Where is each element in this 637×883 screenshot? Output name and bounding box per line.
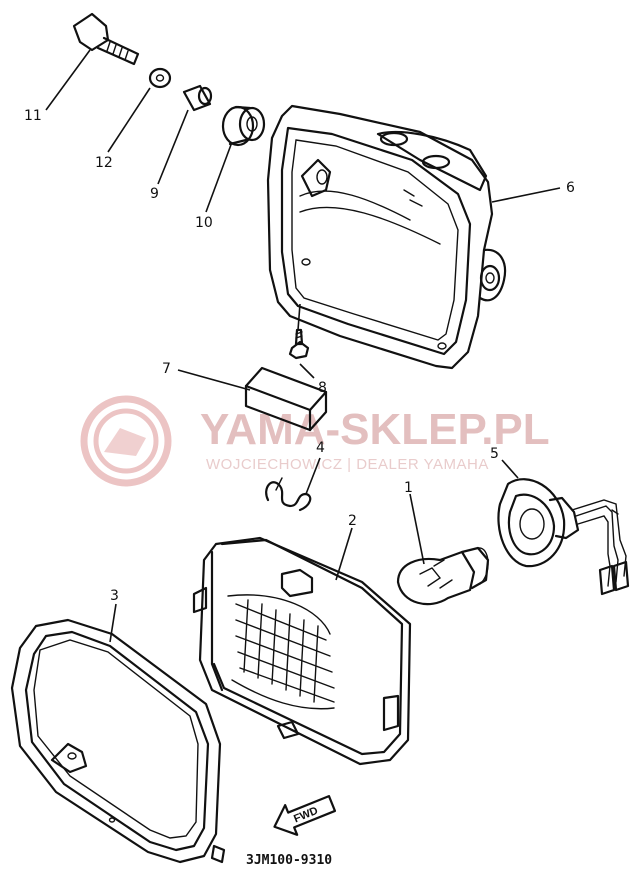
part-label-9: 9 (150, 186, 159, 202)
washer-part (148, 67, 172, 89)
screw-part (288, 328, 310, 360)
headlight-housing-part (266, 104, 507, 370)
damper-block-part (244, 366, 328, 432)
part-label-2: 2 (348, 513, 357, 529)
watermark-logo-icon (80, 395, 172, 487)
part-label-3: 3 (110, 588, 119, 604)
bulb-part (396, 546, 490, 606)
leader-lines (45, 49, 561, 643)
bolt-part (72, 12, 140, 66)
watermark-subtitle: WOJCIECHOWICZ | DEALER YAMAHA (206, 456, 489, 473)
watermark-title: YAMA-SKLEP.PL (200, 405, 550, 454)
bulb-socket-part (497, 478, 630, 596)
grommet-part (221, 105, 266, 147)
part-label-6: 6 (566, 180, 575, 196)
part-labels: 11 12 9 10 6 7 8 4 2 3 1 5 (24, 108, 575, 604)
part-label-12: 12 (95, 155, 113, 171)
headlight-rim-part (10, 618, 226, 864)
part-label-8: 8 (318, 380, 327, 396)
diagram-code: 3JM100-9310 (246, 853, 332, 868)
part-label-11: 11 (24, 108, 42, 124)
part-label-4: 4 (316, 440, 325, 456)
collar-part (182, 84, 213, 112)
watermark: YAMA-SKLEP.PL WOJCIECHOWICZ | DEALER YAM… (80, 395, 550, 487)
part-label-10: 10 (195, 215, 213, 231)
part-label-5: 5 (490, 446, 499, 462)
spring-clip-part (265, 477, 312, 512)
part-label-1: 1 (404, 480, 413, 496)
part-label-7: 7 (162, 361, 171, 377)
forward-direction-arrow: FWD (273, 794, 337, 836)
headlight-unit-part (192, 536, 412, 766)
